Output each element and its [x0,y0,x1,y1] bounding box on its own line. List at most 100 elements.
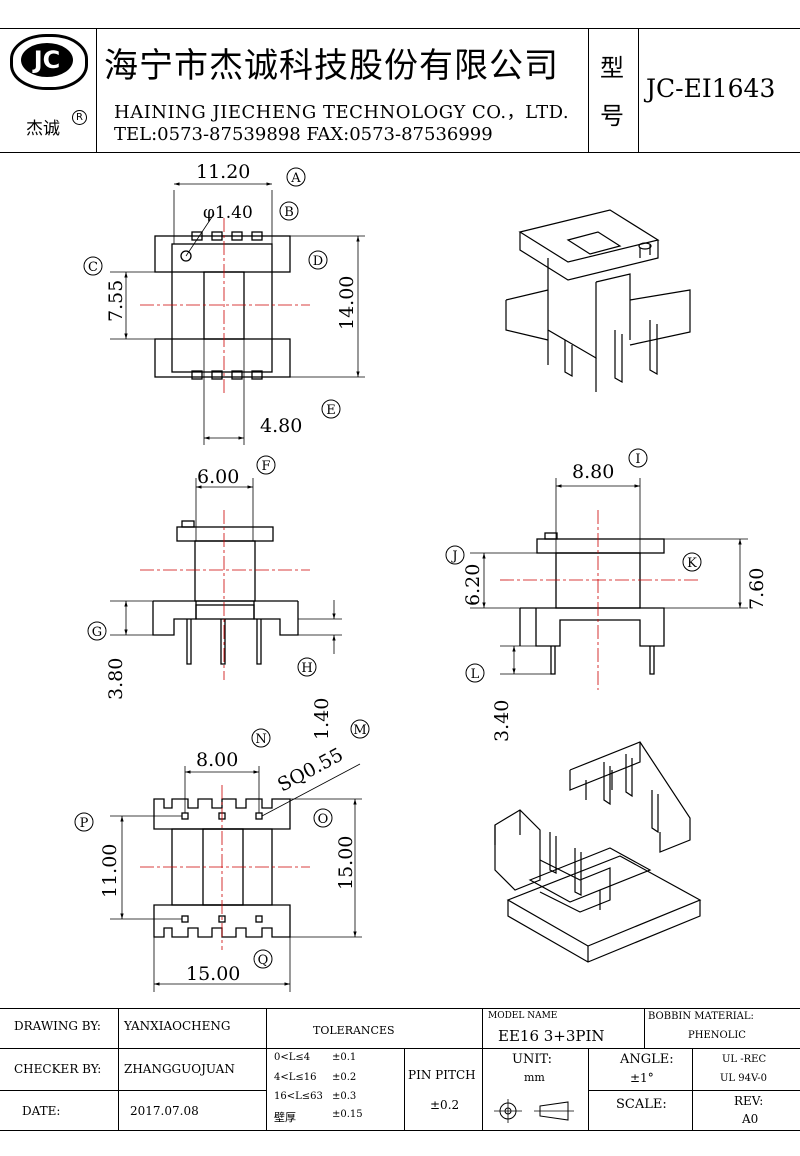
svg-text:F: F [261,459,270,474]
technical-drawing: 11.20 φ1.40 7.55 14.00 4.80 6.00 3.80 1.… [74,161,768,992]
svg-text:E: E [326,403,336,418]
model-label-1: 型 [600,54,624,82]
bottom-view [110,763,362,992]
isometric-view-top [505,209,691,392]
svg-text:C: C [88,260,98,275]
svg-text:M: M [353,723,366,738]
dim-h-value: 1.40 [311,698,333,740]
front-view [110,478,342,680]
tol-range: 0<L≤4 [274,1052,311,1063]
tol-value: ±0.3 [332,1091,357,1102]
dim-f-value: 6.00 [197,466,239,488]
tag-g: G [87,621,107,641]
logo-subtitle: 杰诚 [26,119,60,139]
logo-text: JC [21,43,73,77]
checker-by-label: CHECKER BY: [14,1062,102,1076]
dim-i-value: 8.80 [572,461,614,483]
dim-d-value: 14.00 [336,276,358,330]
date-value: 2017.07.08 [130,1104,199,1118]
dim-g-value: 3.80 [105,658,127,700]
model-number: JC-EI1643 [646,74,776,103]
pin-pitch-value: ±0.2 [430,1098,460,1112]
ul-rec: UL -REC [722,1054,767,1065]
tag-i: I [628,448,648,468]
tolerances-label: TOLERANCES [313,1024,395,1037]
dim-n-value: 8.00 [196,749,238,771]
angle-value: ±1° [630,1071,654,1085]
reference-tags: A B C D E F G H I J K L N M P O Q [74,167,702,969]
dim-k-value: 7.60 [746,568,768,610]
pin-pitch-label: PIN PITCH [408,1068,476,1082]
svg-text:D: D [313,254,323,269]
tol-value: ±0.15 [332,1109,363,1120]
svg-text:Q: Q [258,953,269,968]
svg-text:G: G [92,625,102,640]
tag-l: L [465,663,485,683]
svg-text:K: K [687,556,697,571]
dim-b-value: φ1.40 [203,203,253,223]
registered-mark: R [72,110,87,125]
tag-a: A [286,167,306,187]
dim-q-value: 15.00 [186,963,240,985]
unit-label: UNIT: [512,1052,553,1067]
svg-text:J: J [450,549,457,564]
tag-c: C [83,256,103,276]
date-label: DATE: [22,1104,61,1118]
model-name-label: MODEL NAME [488,1011,558,1021]
dim-e-value: 4.80 [260,415,302,437]
dimension-labels: 11.20 φ1.40 7.55 14.00 4.80 6.00 3.80 1.… [99,161,768,985]
ul-rating: UL 94V-0 [720,1073,768,1084]
tag-p: P [74,812,94,832]
bobbin-material-value: PHENOLIC [688,1030,746,1041]
model-name-value: EE16 3+3PIN [498,1027,605,1045]
svg-text:L: L [471,667,480,682]
angle-label: ANGLE: [620,1052,674,1067]
rev-label: REV: [734,1094,764,1108]
projection-symbol [494,1099,574,1123]
dim-p-value: 11.00 [99,844,121,898]
tol-range: 壁厚 [274,1111,296,1124]
tag-m: M [350,719,370,739]
svg-text:H: H [301,661,312,676]
tag-j: J [445,545,465,565]
tag-b: B [279,201,299,221]
rev-value: A0 [742,1112,759,1126]
tag-q: Q [253,949,273,969]
drawing-by-value: YANXIAOCHENG [124,1019,231,1033]
tag-o: O [313,808,333,828]
tag-e: E [321,399,341,419]
dim-c-value: 7.55 [105,280,127,322]
tol-range: 4<L≤16 [274,1072,317,1083]
top-view [110,182,365,445]
tol-value: ±0.1 [332,1052,357,1063]
tag-d: D [308,250,328,270]
scale-label: SCALE: [616,1097,667,1112]
isometric-view-bottom [494,741,702,963]
checker-by-value: ZHANGGUOJUAN [124,1062,235,1076]
tag-k: K [682,552,702,572]
dim-a-value: 11.20 [196,161,250,183]
drawing-by-label: DRAWING BY: [14,1019,101,1033]
dim-j-value: 6.20 [462,564,484,606]
model-label-2: 号 [600,102,624,130]
svg-text:O: O [318,812,329,827]
unit-value: mm [524,1071,545,1084]
top-notches [191,231,263,380]
svg-text:I: I [635,452,640,467]
company-name-cn: 海宁市杰诚科技股份有限公司 [104,46,559,86]
dim-o-value: 15.00 [335,836,357,890]
dim-m-value: SQ0.55 [274,744,347,797]
svg-text:N: N [255,732,266,747]
company-contact: TEL:0573-87539898 FAX:0573-87536999 [114,124,493,145]
dim-l-value: 3.40 [491,700,513,742]
tol-value: ±0.2 [332,1072,357,1083]
svg-text:A: A [290,171,301,186]
bobbin-material-label: BOBBIN MATERIAL: [648,1011,754,1022]
tag-f: F [256,455,276,475]
tag-h: H [297,657,317,677]
side-view [470,478,748,690]
company-name-en: HAINING JIECHENG TECHNOLOGY CO.，LTD. [114,102,570,123]
tag-n: N [251,728,271,748]
tol-range: 16<L≤63 [274,1091,323,1102]
svg-text:P: P [80,816,89,831]
